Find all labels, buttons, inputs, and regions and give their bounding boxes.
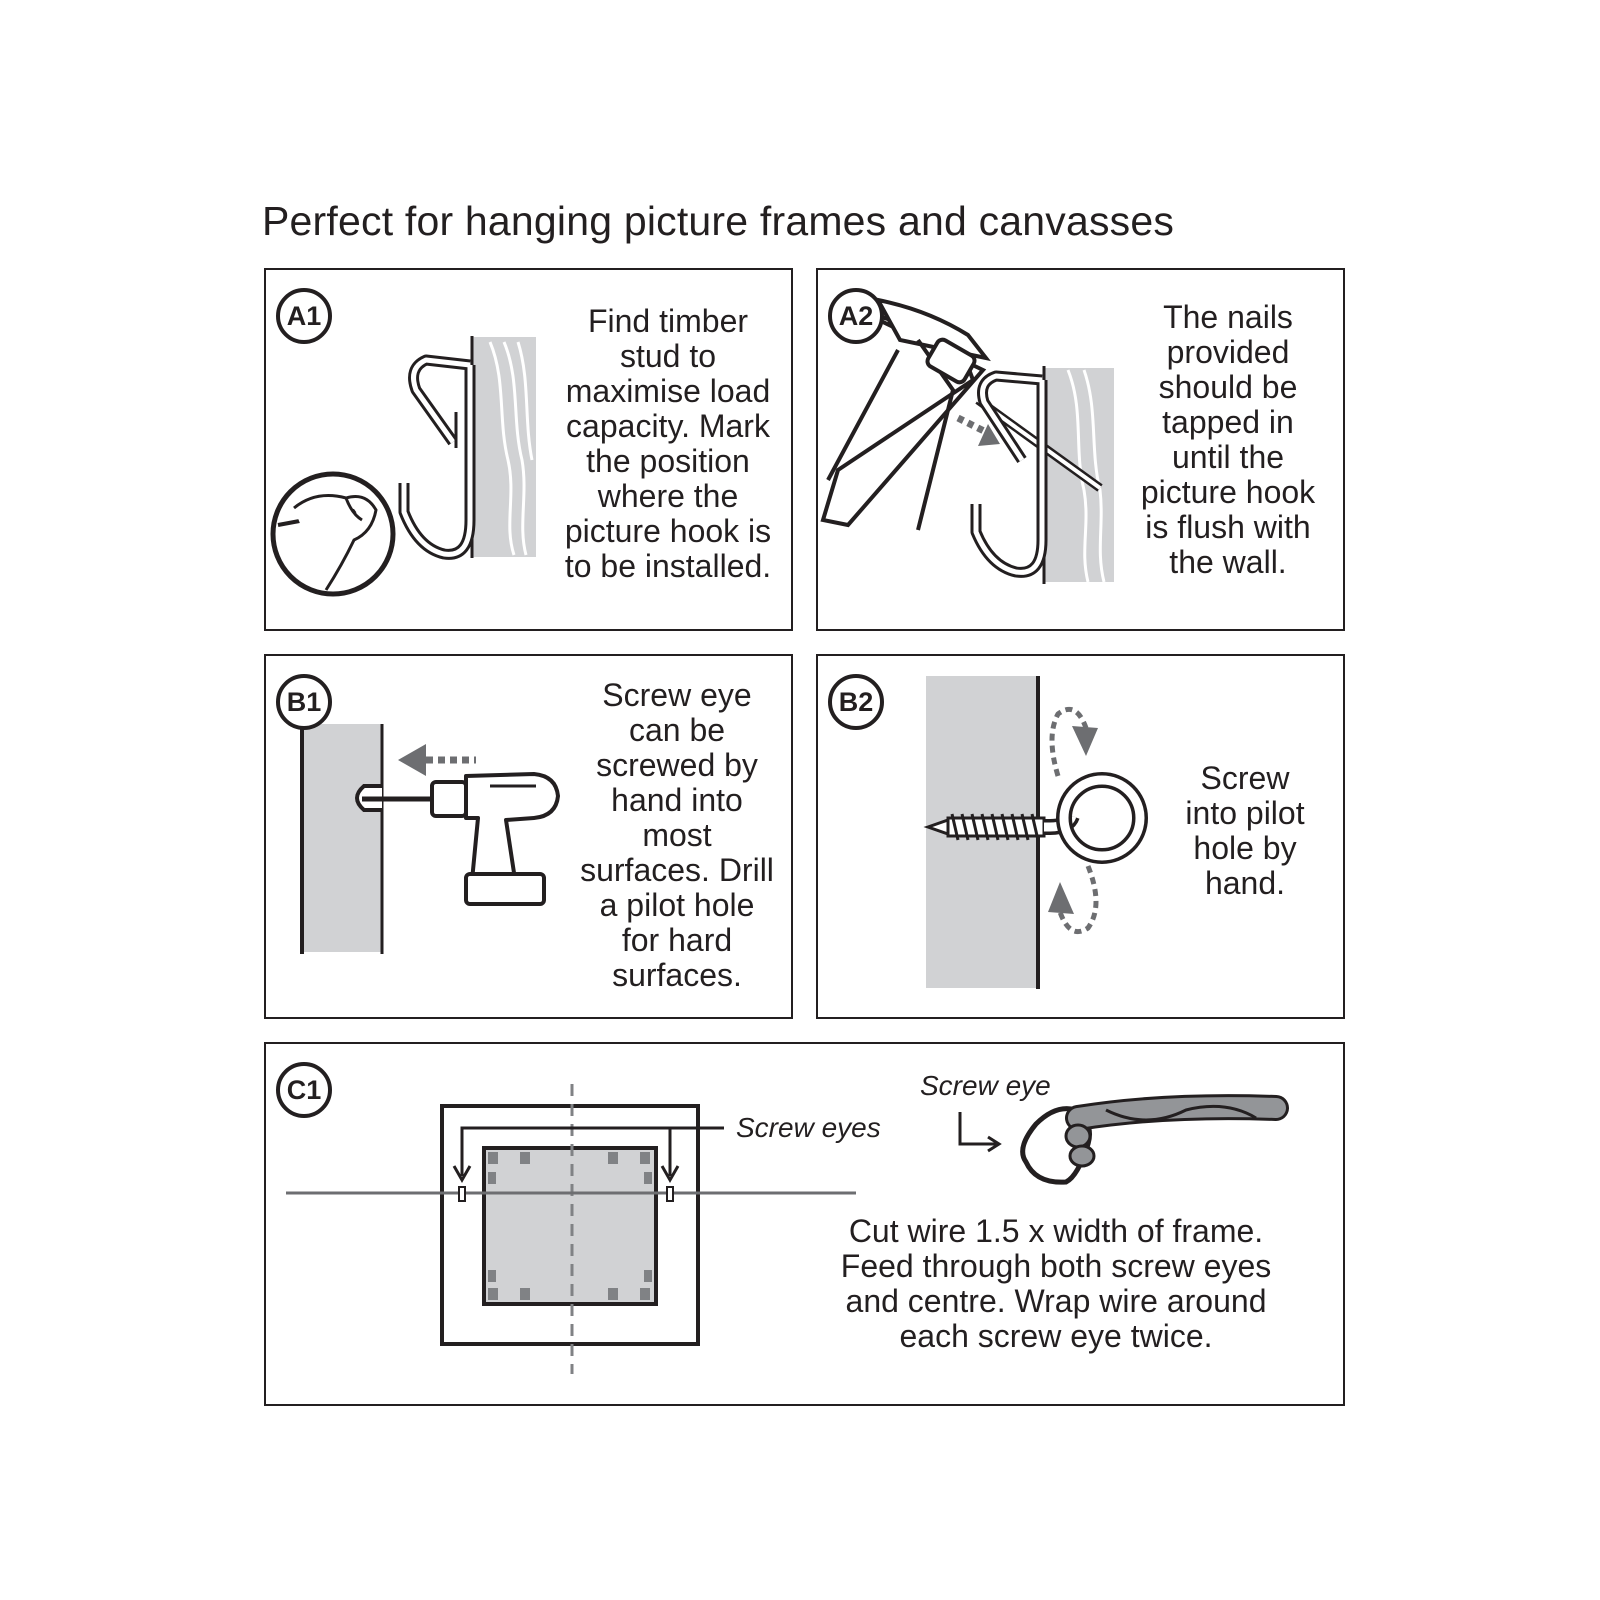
instruction-line: The nails bbox=[1163, 299, 1293, 335]
picture-frame bbox=[440, 1104, 700, 1346]
wrapped-wire-detail bbox=[1020, 1094, 1289, 1185]
drill-direction-arrow bbox=[398, 744, 476, 776]
instruction-line: most bbox=[642, 817, 712, 853]
instruction-line: Screw bbox=[1200, 760, 1290, 796]
picture-hook bbox=[970, 370, 1048, 578]
step-b1-panel: B1 Screw eye can be screwed by hand into… bbox=[264, 654, 793, 1019]
instruction-line: the wall. bbox=[1169, 544, 1287, 580]
hammer-icon bbox=[820, 297, 991, 531]
step-b2-panel: B2 Screw into pilot hole by hand. bbox=[816, 654, 1345, 1019]
instruction-line: stud to bbox=[619, 338, 717, 374]
step-b1-illustration bbox=[300, 720, 560, 954]
step-c1-panel: C1 Screw eyes Screw eye Cut wire 1.5 x w… bbox=[264, 1042, 1345, 1406]
instruction-line: can be bbox=[628, 712, 726, 748]
step-a2-instructions: The nails provided should be tapped in u… bbox=[1128, 300, 1328, 580]
instruction-line: a pilot hole bbox=[599, 887, 755, 923]
instruction-line: surfaces. bbox=[612, 957, 742, 993]
instruction-line: picture hook bbox=[1140, 474, 1316, 510]
instruction-line: screwed by bbox=[596, 747, 758, 783]
rotation-arrow-top bbox=[1049, 706, 1098, 777]
instruction-line: Screw eye bbox=[602, 677, 752, 713]
step-badge: C1 bbox=[276, 1062, 332, 1118]
step-b2-illustration bbox=[923, 676, 1148, 989]
picture-hook bbox=[398, 354, 476, 560]
instruction-line: should be bbox=[1158, 369, 1298, 405]
instruction-line: surfaces. Drill bbox=[580, 852, 774, 888]
instruction-line: where the bbox=[597, 478, 739, 514]
instruction-line: and centre. Wrap wire around bbox=[845, 1283, 1267, 1319]
instruction-line: Find timber bbox=[587, 303, 749, 339]
step-a2-illustration bbox=[820, 297, 1114, 584]
instruction-line: until the bbox=[1171, 439, 1285, 475]
instruction-line: capacity. Mark bbox=[566, 408, 770, 444]
instruction-line: maximise load bbox=[565, 373, 771, 409]
step-badge: B2 bbox=[828, 674, 884, 730]
timber-stud bbox=[470, 336, 536, 558]
drill-icon bbox=[362, 772, 560, 906]
instruction-line: to be installed. bbox=[564, 548, 772, 584]
screw-eye bbox=[923, 772, 1148, 864]
instruction-line: provided bbox=[1166, 334, 1290, 370]
instruction-line: into pilot bbox=[1185, 795, 1305, 831]
screw-eye-pointer bbox=[452, 1126, 724, 1202]
instruction-line: tapped in bbox=[1162, 404, 1294, 440]
step-a1-illustration bbox=[270, 336, 536, 597]
instruction-line: for hard bbox=[621, 922, 733, 958]
rotation-arrow-bottom bbox=[1048, 865, 1099, 934]
screw-eye-callout-arrow bbox=[958, 1112, 1002, 1153]
instruction-line: hole by bbox=[1193, 830, 1297, 866]
step-c1-illustration bbox=[286, 1084, 1289, 1374]
step-c1-instructions: Cut wire 1.5 x width of frame. Feed thro… bbox=[806, 1214, 1306, 1354]
step-a1-instructions: Find timber stud to maximise load capaci… bbox=[556, 304, 780, 584]
instruction-line: picture hook is bbox=[564, 513, 772, 549]
step-a1-panel: A1 Find timber stud to maximise load cap… bbox=[264, 268, 793, 631]
instruction-line: Feed through both screw eyes bbox=[840, 1248, 1272, 1284]
tap-direction-arrow bbox=[956, 414, 1000, 446]
screw-eye-label: Screw eye bbox=[920, 1070, 1051, 1101]
page-title: Perfect for hanging picture frames and c… bbox=[262, 198, 1175, 244]
step-a2-panel: A2 The nails provided should be tapped i… bbox=[816, 268, 1345, 631]
instruction-line: hand. bbox=[1204, 865, 1286, 901]
step-b2-instructions: Screw into pilot hole by hand. bbox=[1170, 761, 1320, 901]
instruction-line: is flush with bbox=[1145, 509, 1311, 545]
screw-eyes-label: Screw eyes bbox=[736, 1112, 881, 1143]
instruction-line: hand into bbox=[611, 782, 743, 818]
instruction-line: the position bbox=[586, 443, 750, 479]
step-badge: B1 bbox=[276, 674, 332, 730]
step-badge: A1 bbox=[276, 288, 332, 344]
step-b1-instructions: Screw eye can be screwed by hand into mo… bbox=[572, 678, 782, 993]
step-badge: A2 bbox=[828, 288, 884, 344]
pencil-marking-inset bbox=[270, 471, 396, 597]
instruction-line: Cut wire 1.5 x width of frame. bbox=[848, 1213, 1264, 1249]
instruction-line: each screw eye twice. bbox=[899, 1318, 1213, 1354]
wall-surface bbox=[300, 720, 384, 954]
